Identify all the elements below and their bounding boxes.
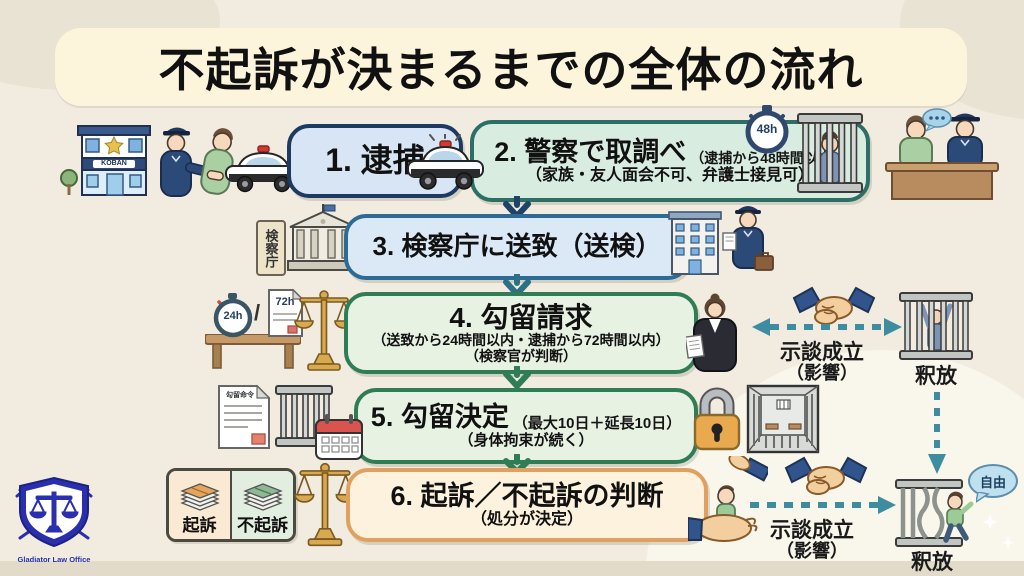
prosecute-label: 起訴 (182, 516, 217, 535)
settlement-lower-text: 示談成立 (770, 519, 854, 542)
stopwatch-24h-icon (213, 293, 253, 338)
release-lower-text: 釈放 (911, 551, 953, 574)
scales-icon (294, 462, 356, 547)
prosecute-cell: 起訴 (169, 471, 232, 539)
handshake-icon (784, 456, 868, 495)
prosecutor-icon (686, 293, 737, 372)
jail-suspect-icon (899, 292, 973, 360)
release-upper-text: 釈放 (915, 365, 957, 388)
handshake-icon (792, 286, 876, 325)
step3-box: 3. 検察庁に送致（送検） (344, 214, 690, 280)
settlement-upper-effect: （影響） (786, 363, 858, 383)
step5-inline-note: （最大10日＋延長10日） (512, 414, 682, 432)
non-prosecute-label: 不起訴 (237, 516, 288, 535)
settlement-lower-effect: （影響） (776, 541, 848, 561)
step5-box: 5. 勾留決定 （最大10日＋延長10日） （身体拘束が続く） (354, 388, 698, 464)
step5-note: （身体拘束が続く） (458, 431, 594, 449)
step6-box: 6. 起訴／不起訴の判断 （処分が決定） (346, 468, 708, 542)
police-car-icon (225, 145, 301, 193)
settlement-upper-text: 示談成立 (780, 341, 864, 364)
calendar-icon (315, 414, 363, 460)
koban-sign-label: KOBAN (101, 160, 127, 167)
settlement-upper-label: 示談成立 (762, 336, 882, 366)
step4-note1: （送致から24時間以内・逮捕から72時間以内） (372, 332, 670, 348)
release-lower-label: 釈放 (892, 546, 972, 576)
background-strip (0, 561, 1024, 576)
interrogation-icon (885, 108, 999, 200)
settlement-upper-note: （影響） (762, 359, 882, 385)
release-hands-icon (688, 456, 768, 542)
paper-stacks-icon: 起訴 不起訴 (166, 468, 296, 542)
police-station-icon (60, 125, 151, 196)
release-down-arrow (928, 392, 946, 474)
arrow-step4-to-step5 (503, 366, 531, 388)
prosecutors-office-sign: 検察庁 (256, 220, 286, 276)
step2-note: （家族・友人面会不可、弁護士接見可） (525, 167, 814, 185)
step2-label: 2. 警察で取調べ (494, 136, 687, 167)
doc-72h-label: 72h (275, 296, 295, 308)
jail-suspect-icon (797, 113, 863, 193)
clock-24h-label: 24h (223, 310, 243, 322)
slash-separator: / (254, 300, 261, 325)
office-building-icon (668, 211, 722, 275)
prison-cell-icon (746, 384, 820, 454)
freedom-label: 自由 (979, 474, 1006, 490)
freedom-bubble-tail (976, 492, 990, 503)
settlement-lower-label: 示談成立 (752, 514, 872, 544)
step3-label: 3. 検察庁に送致（送検） (372, 231, 662, 262)
release-upper-label: 釈放 (896, 360, 976, 390)
arrest-icon (160, 127, 234, 197)
prosecute-stack-icon (179, 483, 220, 511)
non-prosecute-stack-icon (242, 483, 283, 511)
step6-label: 6. 起訴／不起訴の判断 (390, 480, 664, 511)
settlement-lower-note: （影響） (752, 537, 872, 563)
law-office-logo: Gladiator Law Office (8, 476, 100, 564)
stopwatch-48h-icon (745, 105, 789, 154)
detention-order-label: 勾留命令 (226, 392, 254, 399)
freedom-bubble: 自由 (968, 464, 1018, 498)
document-72h-icon (268, 288, 304, 337)
detention-order-icon (218, 384, 271, 449)
step4-label: 4. 勾留請求 (449, 301, 593, 333)
broken-jail-icon (895, 479, 974, 547)
logo-text: Gladiator Law Office (17, 555, 91, 564)
law-office-logo-icon (15, 476, 93, 548)
step4-note2: （検察官が判断） (465, 347, 577, 364)
settlement-arrow (750, 496, 896, 514)
detective-icon (722, 206, 774, 271)
desk-table-icon (205, 334, 301, 369)
step5-label: 5. 勾留決定 (370, 402, 509, 433)
non-prosecute-cell: 不起訴 (232, 471, 293, 539)
settlement-double-arrow (752, 318, 902, 336)
sparkle-icon (982, 514, 1014, 549)
title-banner: 不起訴が決まるまでの全体の流れ (55, 28, 967, 106)
police-car-icon (407, 134, 484, 190)
clock-48h-label: 48h (756, 122, 778, 136)
page-title: 不起訴が決まるまでの全体の流れ (158, 44, 864, 96)
prosecutors-office-sign-label: 検察庁 (263, 228, 279, 268)
padlock-icon (693, 387, 741, 451)
step6-note: （処分が決定） (470, 511, 583, 529)
step4-box: 4. 勾留請求 （送致から24時間以内・逮捕から72時間以内） （検察官が判断） (344, 292, 698, 374)
